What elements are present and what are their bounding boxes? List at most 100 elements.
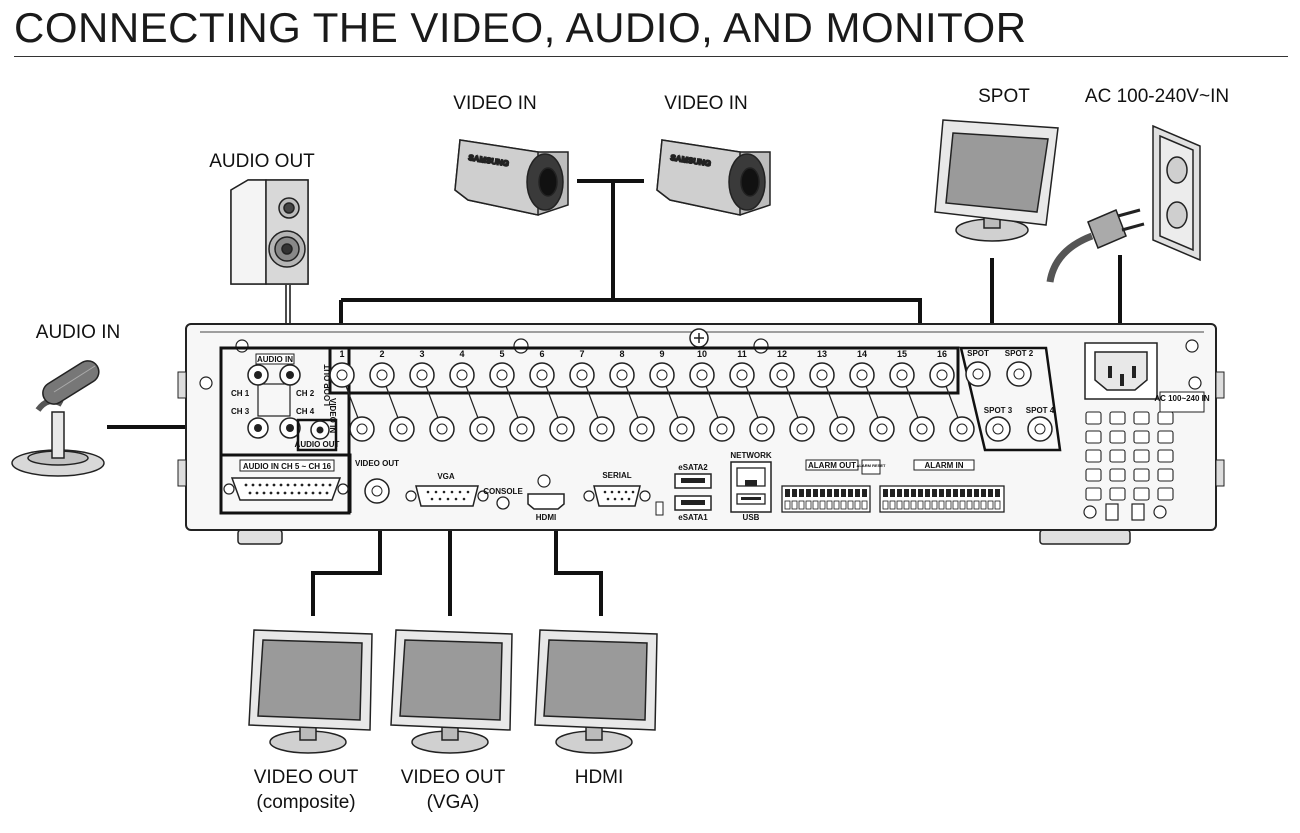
vent-slot bbox=[1085, 468, 1102, 482]
ac-panel-label: AC 100~240 IN bbox=[1154, 394, 1210, 403]
video-in-port-5[interactable] bbox=[489, 362, 515, 388]
video-in-port-16[interactable] bbox=[929, 362, 955, 388]
video-in-port-7[interactable] bbox=[569, 362, 595, 388]
video-in-port-4[interactable] bbox=[449, 362, 475, 388]
video-in-port-15[interactable] bbox=[889, 362, 915, 388]
alarm-in-terminal[interactable]: ALARM IN bbox=[879, 459, 1005, 513]
hdmi-port-label: HDMI bbox=[536, 513, 556, 522]
audio-in-ch1-port[interactable] bbox=[247, 364, 269, 386]
video-in-port-8[interactable] bbox=[609, 362, 635, 388]
alarm-in-pin-hole bbox=[938, 500, 945, 510]
serial-port[interactable] bbox=[583, 485, 651, 507]
hdmi-port[interactable] bbox=[527, 493, 565, 510]
hdmi-monitor-icon bbox=[534, 629, 658, 754]
vent-slot bbox=[1085, 430, 1102, 444]
esata1-port[interactable] bbox=[674, 495, 712, 511]
loop-out-port-11[interactable] bbox=[745, 385, 775, 442]
alarm-out-terminal[interactable]: ALARM OUT bbox=[781, 459, 871, 513]
usb-port[interactable] bbox=[736, 493, 766, 505]
channel-label-6: 6 bbox=[539, 349, 544, 359]
alarm-in-pin-hole bbox=[882, 500, 889, 510]
audio-in-ch3-port[interactable] bbox=[247, 417, 269, 439]
loop-out-port-6[interactable] bbox=[545, 385, 575, 442]
vga-port[interactable] bbox=[405, 485, 489, 507]
network-port-label: NETWORK bbox=[730, 451, 772, 460]
alarm-in-pin bbox=[981, 489, 986, 497]
channel-label-8: 8 bbox=[619, 349, 624, 359]
loop-out-port-3[interactable] bbox=[425, 385, 455, 442]
spot3-port[interactable] bbox=[985, 416, 1011, 442]
alarm-in-pin-hole bbox=[903, 500, 910, 510]
network-port[interactable] bbox=[736, 467, 766, 487]
channel-label-5: 5 bbox=[499, 349, 504, 359]
alarm-out-pin bbox=[799, 489, 804, 497]
alarm-in-pin-hole bbox=[889, 500, 896, 510]
alarm-in-pin-hole bbox=[952, 500, 959, 510]
audio-in-ch4-port[interactable] bbox=[279, 417, 301, 439]
audio-in-db25-port[interactable] bbox=[223, 477, 349, 501]
alarm-out-label: ALARM OUT bbox=[808, 461, 856, 470]
video-out-vga-label: VIDEO OUT bbox=[401, 767, 506, 788]
alarm-in-pin bbox=[911, 489, 916, 497]
microphone-icon bbox=[11, 360, 105, 477]
loop-out-port-16[interactable] bbox=[945, 385, 975, 442]
loop-out-port-14[interactable] bbox=[865, 385, 895, 442]
video-in-port-12[interactable] bbox=[769, 362, 795, 388]
loop-out-port-13[interactable] bbox=[825, 385, 855, 442]
loop-out-port-4[interactable] bbox=[465, 385, 495, 442]
indicator-slot bbox=[655, 501, 664, 516]
video-in-port-2[interactable] bbox=[369, 362, 395, 388]
loop-out-port-1[interactable] bbox=[345, 385, 375, 442]
video-in-port-3[interactable] bbox=[409, 362, 435, 388]
alarm-in-pin-hole bbox=[966, 500, 973, 510]
loop-out-port-12[interactable] bbox=[785, 385, 815, 442]
spot2-port[interactable] bbox=[1006, 361, 1032, 387]
video-in-label-2: VIDEO IN bbox=[664, 93, 747, 114]
loop-out-port-2[interactable] bbox=[385, 385, 415, 442]
title-divider bbox=[14, 56, 1288, 57]
video-in-port-14[interactable] bbox=[849, 362, 875, 388]
spot-label: SPOT bbox=[978, 86, 1030, 107]
hdmi-label: HDMI bbox=[575, 767, 624, 788]
loop-out-port-9[interactable] bbox=[665, 385, 695, 442]
video-in-port-6[interactable] bbox=[529, 362, 555, 388]
dvr-foot-left bbox=[237, 529, 283, 545]
esata2-port[interactable] bbox=[674, 473, 712, 489]
loop-out-port-10[interactable] bbox=[705, 385, 735, 442]
loop-out-port-7[interactable] bbox=[585, 385, 615, 442]
console-port[interactable] bbox=[496, 496, 510, 510]
channel-label-9: 9 bbox=[659, 349, 664, 359]
video-in-port-1[interactable] bbox=[329, 362, 355, 388]
audio-in-ch2-port[interactable] bbox=[279, 364, 301, 386]
loop-out-port-5[interactable] bbox=[505, 385, 535, 442]
alarm-in-pin bbox=[883, 489, 888, 497]
audio-port-block: AUDIO IN CH 1 CH 2 CH 3 CH 4 AUDIO OUT L… bbox=[219, 346, 352, 515]
channel-label-3: 3 bbox=[419, 349, 424, 359]
page-title: CONNECTING THE VIDEO, AUDIO, AND MONITOR bbox=[14, 4, 1027, 51]
channel-label-11: 11 bbox=[737, 349, 747, 359]
loop-out-port-15[interactable] bbox=[905, 385, 935, 442]
video-in-port-10[interactable] bbox=[689, 362, 715, 388]
audio-out-port[interactable] bbox=[310, 420, 330, 440]
alarm-out-pin bbox=[813, 489, 818, 497]
ac-inlet[interactable]: AC 100~240 IN bbox=[1084, 342, 1210, 413]
alarm-in-pin bbox=[974, 489, 979, 497]
channel-label-12: 12 bbox=[777, 349, 787, 359]
db25-pins bbox=[244, 483, 332, 495]
alarm-in-pin-hole bbox=[931, 500, 938, 510]
video-out-port[interactable] bbox=[364, 478, 390, 504]
power-plug-icon bbox=[1046, 208, 1145, 283]
spot4-port[interactable] bbox=[1027, 416, 1053, 442]
channel-label-15: 15 bbox=[897, 349, 907, 359]
ac-in-label: AC 100-240V~IN bbox=[1085, 86, 1229, 107]
loop-out-port-8[interactable] bbox=[625, 385, 655, 442]
spot-port[interactable] bbox=[965, 361, 991, 387]
usb-port-label: USB bbox=[743, 513, 760, 522]
alarm-reset-block[interactable]: ALARM RESET bbox=[857, 459, 886, 475]
video-in-port-11[interactable] bbox=[729, 362, 755, 388]
vent-slot bbox=[1109, 487, 1126, 501]
composite-out-cable bbox=[311, 490, 382, 616]
video-in-port-9[interactable] bbox=[649, 362, 675, 388]
video-in-port-13[interactable] bbox=[809, 362, 835, 388]
